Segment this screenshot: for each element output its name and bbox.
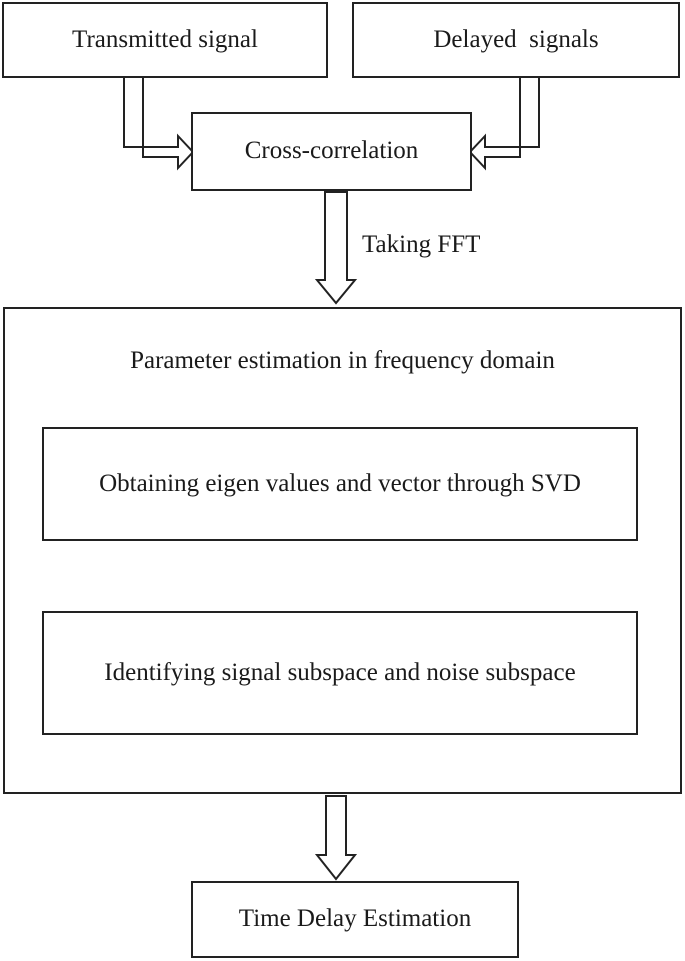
group-parameter-estimation-title: Parameter estimation in frequency domain [130,347,555,374]
arrow-delayed-to-correlation [468,76,540,171]
arrow-transmitted-to-correlation [123,76,195,171]
node-subspace: Identifying signal subspace and noise su… [42,611,638,735]
node-time-delay-estimation: Time Delay Estimation [191,881,519,958]
arrow-fft [314,191,358,305]
node-cross-correlation: Cross-correlation [191,112,472,191]
node-delayed-label: Delayed signals [433,25,599,53]
node-subspace-label: Identifying signal subspace and noise su… [104,658,576,686]
node-transmitted-label: Transmitted signal [72,25,258,53]
edge-fft-label: Taking FFT [362,231,481,258]
node-delayed-signals: Delayed signals [352,2,680,78]
node-eigen-label: Obtaining eigen values and vector throug… [99,469,581,497]
node-cross-correlation-label: Cross-correlation [244,137,419,165]
arrow-to-time-delay [314,795,358,881]
node-time-delay-label: Time Delay Estimation [238,905,472,933]
node-eigen-svd: Obtaining eigen values and vector throug… [42,427,638,541]
node-transmitted-signal: Transmitted signal [2,2,328,78]
